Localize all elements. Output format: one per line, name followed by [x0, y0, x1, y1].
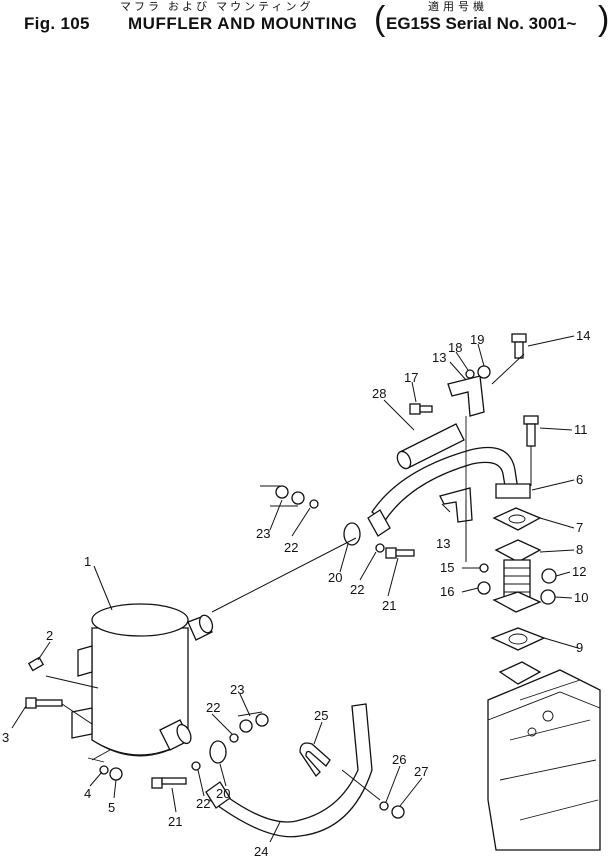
callout-13: 13 [436, 536, 450, 551]
exhaust-pipe-lower [205, 703, 373, 838]
callout-9: 9 [576, 640, 583, 655]
flexible-pipe [492, 539, 542, 613]
callout-22: 22 [350, 582, 364, 597]
gasket-lower [490, 627, 546, 651]
callout-7: 7 [576, 520, 583, 535]
callout-25: 25 [314, 708, 328, 723]
callout-26: 26 [392, 752, 406, 767]
callout-10: 10 [574, 590, 588, 605]
u-bolt [299, 742, 331, 778]
engine-block [487, 661, 601, 851]
callout-18: 18 [448, 340, 462, 355]
callout-21: 21 [168, 814, 182, 829]
callout-15: 15 [440, 560, 454, 575]
callout-12: 12 [572, 564, 586, 579]
callout-22: 22 [284, 540, 298, 555]
callout-28: 28 [372, 386, 386, 401]
title-japanese: マフラ および マウンティング [120, 1, 314, 13]
bracket-left: ( [374, 0, 386, 38]
callout-27: 27 [414, 764, 428, 779]
callout-19: 19 [470, 332, 484, 347]
figure-number: Fig. 105 [24, 14, 90, 33]
callout-20: 20 [216, 786, 230, 801]
callout-13: 13 [432, 350, 446, 365]
callout-23: 23 [230, 682, 244, 697]
exhaust-pipe-upper [367, 423, 531, 537]
callout-8: 8 [576, 542, 583, 557]
bracket-right: ) [598, 0, 610, 38]
callout-5: 5 [108, 800, 115, 815]
callout-11: 11 [574, 422, 588, 437]
callout-22: 22 [206, 700, 220, 715]
serial-range: EG15S Serial No. 3001~ [386, 14, 577, 33]
callout-17: 17 [404, 370, 418, 385]
callout-16: 16 [440, 584, 454, 599]
leader-lines [11, 335, 579, 843]
figure-title: MUFFLER AND MOUNTING [128, 14, 358, 33]
callout-24: 24 [254, 844, 268, 857]
callout-22: 22 [196, 796, 210, 811]
callout-1: 1 [84, 554, 91, 569]
callout-4: 4 [84, 786, 91, 801]
callout-3: 3 [2, 730, 9, 745]
gasket [492, 507, 542, 531]
callout-23: 23 [256, 526, 270, 541]
applicable-label-japanese: 適用号機 [428, 1, 488, 13]
fasteners [25, 333, 557, 819]
muffler [71, 603, 214, 763]
callout-6: 6 [576, 472, 583, 487]
callout-labels: 1 2 3 4 5 6 7 8 9 10 11 12 13 13 14 15 1… [2, 328, 590, 857]
callout-2: 2 [46, 628, 53, 643]
callout-21: 21 [382, 598, 396, 613]
assembly-lines [45, 353, 532, 801]
callout-20: 20 [328, 570, 342, 585]
callout-14: 14 [576, 328, 590, 343]
